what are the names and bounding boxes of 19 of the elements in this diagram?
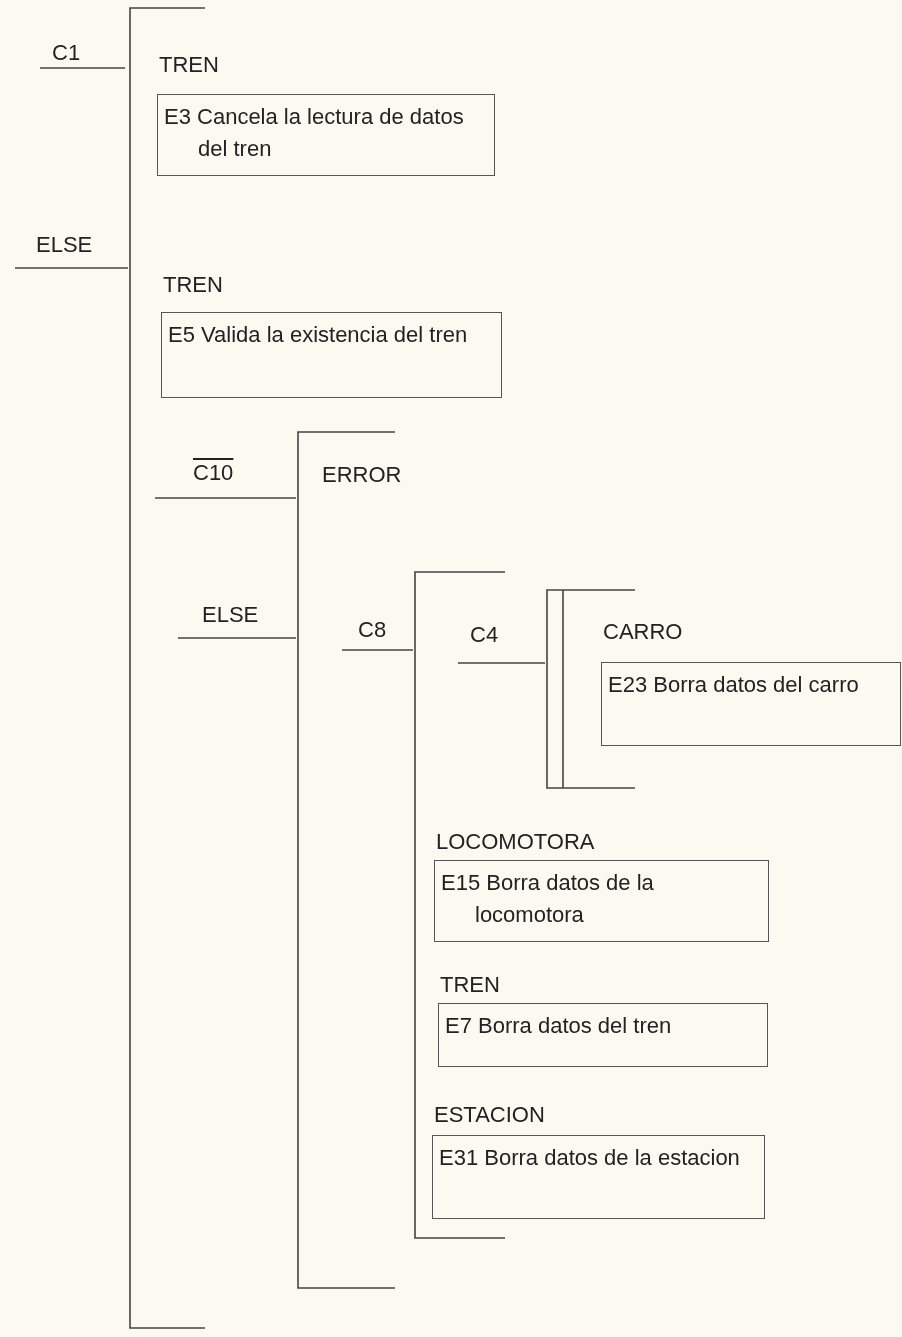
heading-label: LOCOMOTORA [436, 829, 595, 855]
condition-label: ERROR [322, 462, 402, 488]
heading-label: TREN [440, 972, 500, 998]
action-box: E31 Borra datos de la estacion [432, 1135, 765, 1219]
heading-label: ESTACION [434, 1102, 545, 1128]
condition-label: ELSE [36, 232, 93, 258]
condition-label: C8 [358, 617, 387, 643]
condition-label: ELSE [202, 602, 259, 628]
action-box: E15 Borra datos de la locomotora [434, 860, 769, 942]
action-box: E23 Borra datos del carro [601, 662, 901, 746]
heading-label: CARRO [603, 619, 683, 645]
heading-label: TREN [159, 52, 219, 78]
condition-label: C4 [470, 622, 499, 648]
action-box: E7 Borra datos del tren [438, 1003, 768, 1067]
action-box: E3 Cancela la lectura de datos del tren [157, 94, 495, 176]
negated-condition-label: C10 [193, 460, 234, 486]
action-box: E5 Valida la existencia del tren [161, 312, 502, 398]
heading-label: TREN [163, 272, 223, 298]
condition-label: C1 [52, 40, 81, 66]
